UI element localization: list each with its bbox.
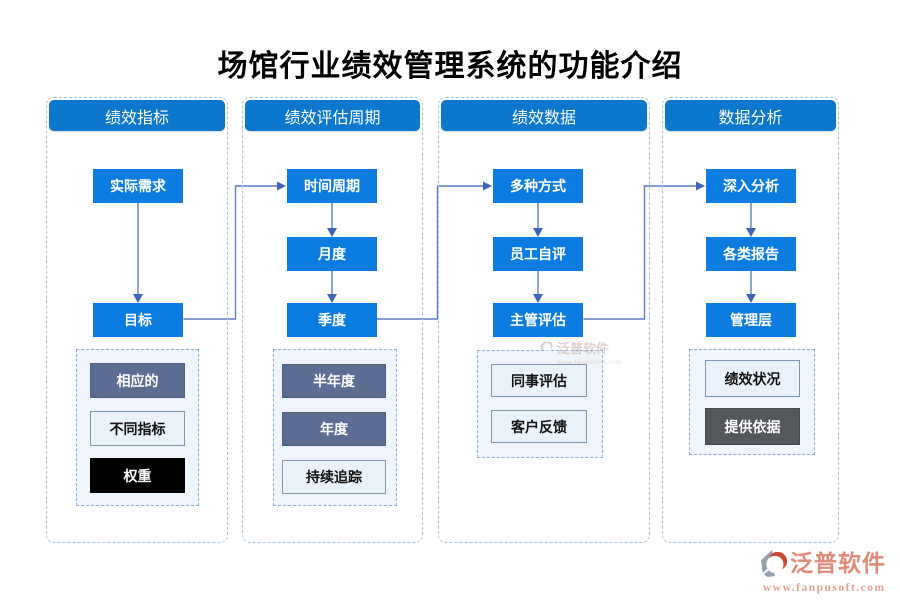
group-box-continuous-tracking: 持续追踪 [282, 460, 386, 494]
group-box-provide-basis: 提供依据 [705, 408, 800, 445]
flow-box-actual-needs: 实际需求 [93, 169, 183, 203]
flow-box-time-period: 时间周期 [287, 169, 377, 203]
column-header-evaluation-cycle: 绩效评估周期 [245, 100, 420, 131]
fanpu-watermark-icon [540, 340, 554, 356]
watermark-text: 泛普软件 [557, 340, 610, 356]
group-box-different-indicators: 不同指标 [90, 411, 185, 446]
column-header-data-analysis: 数据分析 [665, 100, 836, 131]
fanpu-logo: 泛普软件 www.fanpusoft.com [760, 549, 895, 594]
group-box-half-year: 半年度 [282, 364, 386, 398]
flow-box-goal: 目标 [93, 303, 183, 337]
column-frame-performance-data [438, 97, 650, 543]
watermark: 泛普软件 www.fanpusoft.com [540, 340, 630, 369]
flow-box-self-evaluation: 员工自评 [493, 237, 583, 271]
flow-box-reports: 各类报告 [706, 237, 796, 271]
fanpu-logo-icon [760, 549, 788, 583]
flow-box-management: 管理层 [706, 303, 796, 337]
logo-name: 泛普软件 [790, 550, 886, 576]
column-frame-evaluation-cycle [242, 97, 423, 543]
flow-box-deep-analysis: 深入分析 [706, 169, 796, 203]
flow-box-supervisor-evaluation: 主管评估 [493, 303, 583, 337]
logo-url: www.fanpusoft.com [763, 582, 886, 594]
flow-box-monthly: 月度 [287, 237, 377, 271]
column-frame-data-analysis [662, 97, 839, 543]
group-box-weight: 权重 [90, 458, 185, 493]
group-box-annual: 年度 [282, 412, 386, 446]
column-header-performance-indicators: 绩效指标 [49, 100, 225, 131]
group-box-peer-evaluation: 同事评估 [491, 364, 587, 397]
watermark-url: www.fanpusoft.com [557, 359, 622, 366]
flow-box-multiple-methods: 多种方式 [493, 169, 583, 203]
group-box-performance-status: 绩效状况 [705, 360, 800, 397]
group-box-customer-feedback: 客户反馈 [491, 410, 587, 443]
column-header-performance-data: 绩效数据 [441, 100, 647, 131]
column-frame-performance-indicators [46, 97, 228, 543]
group-box-corresponding: 相应的 [90, 363, 185, 398]
flow-box-quarterly: 季度 [287, 303, 377, 337]
page-title: 场馆行业绩效管理系统的功能介绍 [217, 50, 683, 83]
